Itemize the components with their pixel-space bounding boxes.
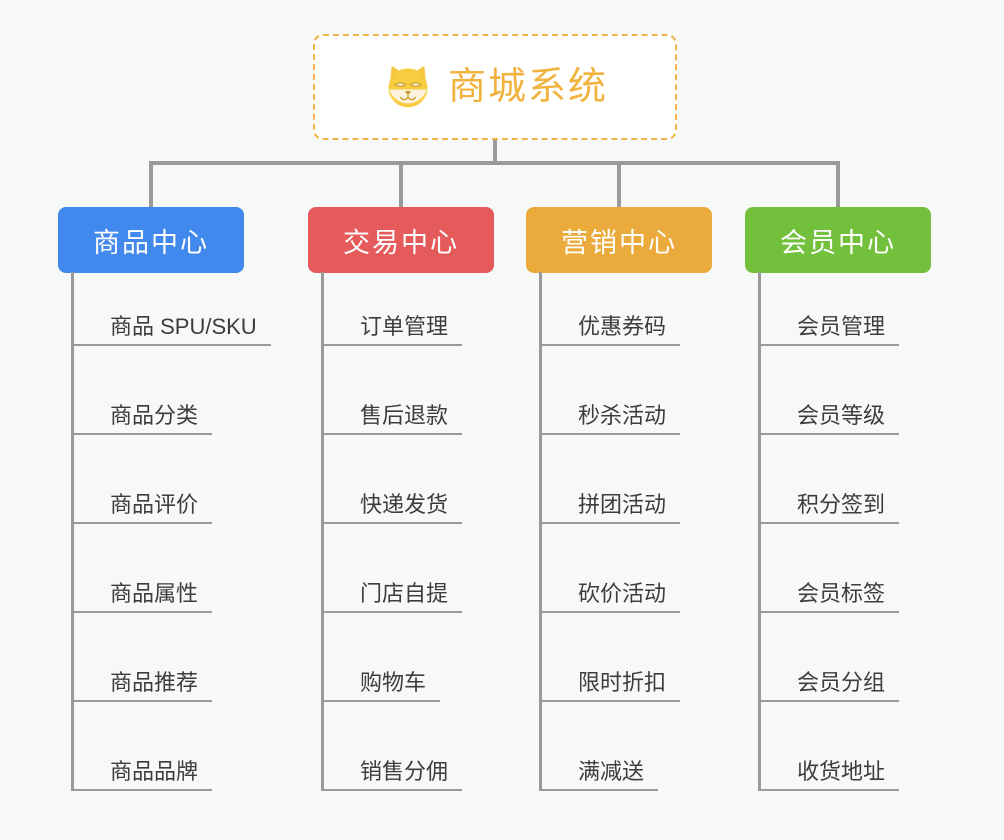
item-column-2: 订单管理 售后退款 快递发货 门店自提 购物车 销售分佣: [321, 272, 463, 791]
item-row[interactable]: 订单管理: [321, 272, 463, 346]
category-box-3[interactable]: 营销中心: [526, 207, 712, 273]
item-row[interactable]: 售后退款: [321, 346, 463, 435]
item-label: 商品评价: [74, 491, 213, 524]
item-row[interactable]: 商品评价: [71, 435, 271, 524]
item-row[interactable]: 砍价活动: [539, 524, 681, 613]
item-label: 优惠券码: [542, 313, 681, 346]
item-label: 购物车: [324, 669, 441, 702]
item-row[interactable]: 购物车: [321, 613, 462, 702]
connector-drop-4: [836, 161, 840, 207]
item-row[interactable]: 积分签到: [758, 435, 900, 524]
item-label: 秒杀活动: [542, 402, 681, 435]
item-row[interactable]: 商品分类: [71, 346, 271, 435]
item-row[interactable]: 商品属性: [71, 524, 271, 613]
category-box-1[interactable]: 商品中心: [58, 207, 244, 273]
item-label: 砍价活动: [542, 580, 681, 613]
item-row[interactable]: 商品品牌: [71, 702, 271, 791]
item-label: 商品 SPU/SKU: [74, 313, 271, 346]
item-label: 售后退款: [324, 402, 463, 435]
item-row[interactable]: 秒杀活动: [539, 346, 681, 435]
category-label-1: 商品中心: [93, 227, 209, 258]
item-label: 会员等级: [761, 402, 900, 435]
shiba-dog-face-icon: [388, 65, 428, 108]
item-row[interactable]: 优惠券码: [539, 272, 681, 346]
item-row[interactable]: 门店自提: [321, 524, 463, 613]
item-label: 商品属性: [74, 580, 213, 613]
connector-drop-2: [399, 161, 403, 207]
item-label: 拼团活动: [542, 491, 681, 524]
item-row[interactable]: 商品 SPU/SKU: [71, 272, 271, 346]
root-node-shop-system[interactable]: 商城系统: [313, 34, 677, 140]
category-box-2[interactable]: 交易中心: [308, 207, 494, 273]
item-label: 满减送: [542, 758, 659, 791]
item-row[interactable]: 会员标签: [758, 524, 900, 613]
category-label-3: 营销中心: [561, 227, 677, 258]
item-row[interactable]: 拼团活动: [539, 435, 681, 524]
connector-drop-1: [149, 161, 153, 207]
root-title: 商城系统: [447, 66, 608, 108]
connector-root-stem: [493, 140, 497, 165]
item-label: 限时折扣: [542, 669, 681, 702]
item-row[interactable]: 限时折扣: [539, 613, 681, 702]
item-row[interactable]: 会员等级: [758, 346, 900, 435]
connector-drop-3: [617, 161, 621, 207]
item-label: 会员标签: [761, 580, 900, 613]
category-label-2: 交易中心: [343, 227, 459, 258]
item-row[interactable]: 收货地址: [758, 702, 900, 791]
item-column-3: 优惠券码 秒杀活动 拼团活动 砍价活动 限时折扣 满减送: [539, 272, 681, 791]
item-label: 商品品牌: [74, 758, 213, 791]
category-box-4[interactable]: 会员中心: [745, 207, 931, 273]
item-row[interactable]: 会员分组: [758, 613, 900, 702]
item-column-4: 会员管理 会员等级 积分签到 会员标签 会员分组 收货地址: [758, 272, 900, 791]
item-row[interactable]: 会员管理: [758, 272, 900, 346]
item-column-1: 商品 SPU/SKU 商品分类 商品评价 商品属性 商品推荐 商品品牌: [71, 272, 271, 791]
item-label: 快递发货: [324, 491, 463, 524]
item-row[interactable]: 商品推荐: [71, 613, 271, 702]
item-label: 门店自提: [324, 580, 463, 613]
item-label: 会员管理: [761, 313, 900, 346]
item-label: 订单管理: [324, 313, 463, 346]
item-label: 收货地址: [761, 758, 900, 791]
connector-horizontal-bus: [149, 161, 840, 165]
category-label-4: 会员中心: [780, 227, 896, 258]
item-label: 积分签到: [761, 491, 900, 524]
item-label: 会员分组: [761, 669, 900, 702]
item-row[interactable]: 销售分佣: [321, 702, 463, 791]
item-row[interactable]: 满减送: [539, 702, 680, 791]
item-row[interactable]: 快递发货: [321, 435, 463, 524]
item-label: 商品分类: [74, 402, 213, 435]
item-label: 商品推荐: [74, 669, 213, 702]
item-label: 销售分佣: [324, 758, 463, 791]
